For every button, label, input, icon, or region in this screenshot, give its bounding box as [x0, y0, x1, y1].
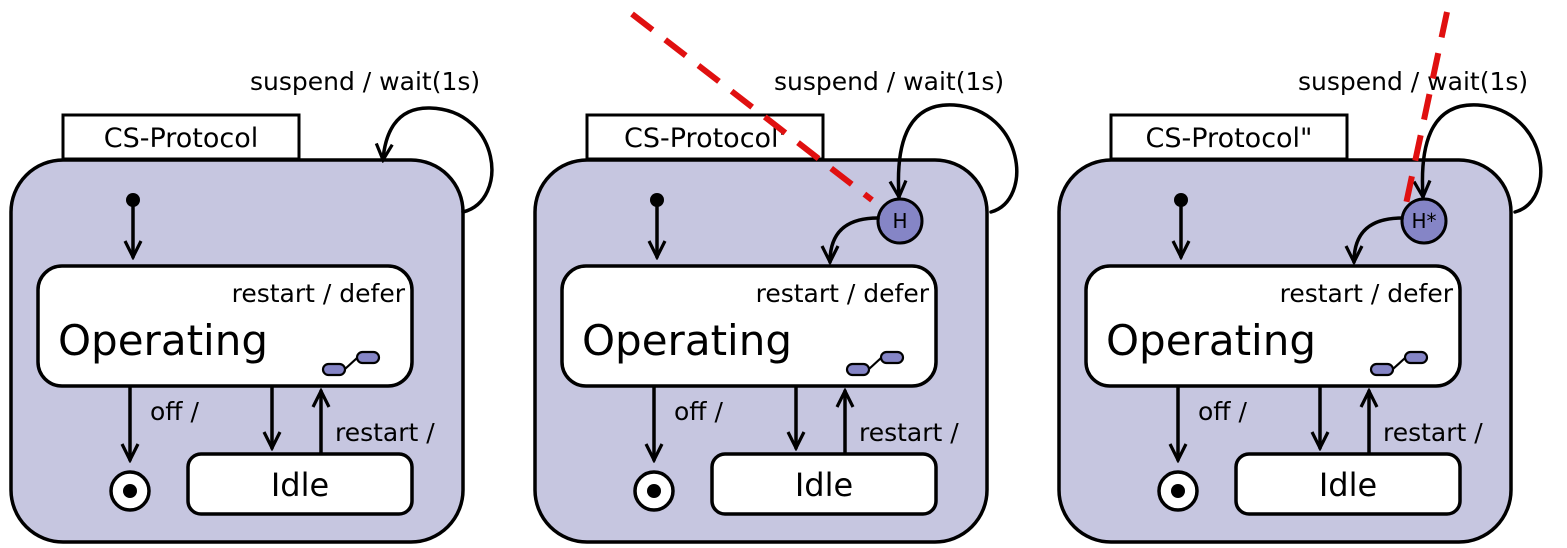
history-pseudostate-label: H* — [1411, 209, 1436, 233]
restart-transition-label: restart / — [859, 418, 959, 447]
final-state-dot — [647, 484, 661, 498]
state-idle — [1234, 452, 1462, 516]
state-idle-label: Idle — [795, 466, 853, 504]
state-idle — [710, 452, 938, 516]
self-transition-arrow — [898, 103, 1019, 214]
composite-state-icon — [321, 362, 347, 377]
internal-transition-label: restart / defer — [756, 279, 930, 308]
history-default-transition-arrow — [830, 216, 880, 262]
off-transition-label: off / — [150, 397, 199, 426]
state-idle — [186, 452, 414, 516]
final-state-dot — [123, 484, 137, 498]
composite-state-icon-part — [1403, 350, 1429, 365]
annotation-dashed-line-2 — [1403, 11, 1450, 205]
composite-state-icon — [1369, 362, 1395, 377]
self-transition-arrow — [383, 106, 494, 214]
initial-pseudostate — [126, 193, 140, 207]
history-pseudostate-icon — [876, 197, 924, 245]
composite-state-icon-part — [879, 350, 905, 365]
self-transition-arrow — [1422, 103, 1543, 214]
history-pseudostate-label: H — [892, 209, 907, 233]
state-machine-name-tab — [1109, 113, 1349, 161]
final-state-dot — [1171, 484, 1185, 498]
self-transition-label: suspend / wait(1s) — [250, 67, 480, 96]
initial-pseudostate — [1174, 193, 1188, 207]
initial-pseudostate — [650, 193, 664, 207]
composite-state-icon-link — [868, 357, 882, 370]
annotation-dashed-line-1 — [630, 11, 874, 203]
self-transition-label: suspend / wait(1s) — [1298, 67, 1528, 96]
state-machine-name-tab — [585, 113, 825, 161]
history-pseudostate-icon — [1400, 197, 1448, 245]
state-operating — [36, 264, 414, 388]
restart-transition-label: restart / — [335, 418, 435, 447]
composite-state-icon-link — [1392, 357, 1406, 370]
state-operating-label: Operating — [582, 316, 792, 365]
state-operating-label: Operating — [58, 316, 268, 365]
state-idle-label: Idle — [1319, 466, 1377, 504]
panel-cs-protocol-double-prime: CS-Protocol" suspend / wait(1s) H* restart … — [1057, 67, 1543, 544]
state-operating-label: Operating — [1106, 316, 1316, 365]
restart-transition-label: restart / — [1383, 418, 1483, 447]
state-operating — [1084, 264, 1462, 388]
self-transition-label: suspend / wait(1s) — [774, 67, 1004, 96]
state-idle-label: Idle — [271, 466, 329, 504]
state-machine-name: CS-Protocol' — [624, 123, 786, 154]
history-default-transition-arrow — [1354, 216, 1404, 262]
state-machine-name: CS-Protocol" — [1146, 123, 1313, 154]
internal-transition-label: restart / defer — [232, 279, 406, 308]
state-machine-name: CS-Protocol — [104, 123, 259, 154]
composite-state-icon-link — [344, 357, 358, 370]
panel-cs-protocol: CS-Protocol suspend / wait(1s) restart / d… — [9, 67, 494, 544]
state-machine-name-tab — [61, 113, 301, 161]
off-transition-label: off / — [1198, 397, 1247, 426]
state-operating — [560, 264, 938, 388]
internal-transition-label: restart / defer — [1280, 279, 1454, 308]
composite-state-icon-part — [355, 350, 381, 365]
composite-state-icon — [845, 362, 871, 377]
off-transition-label: off / — [674, 397, 723, 426]
